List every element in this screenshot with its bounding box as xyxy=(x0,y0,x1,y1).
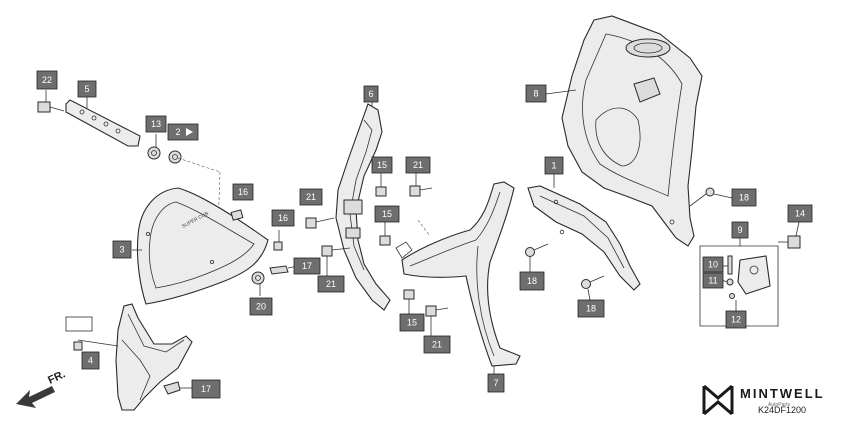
brand-logo: MINTWELL AutoParts K24DF1200 xyxy=(702,384,825,416)
svg-text:3: 3 xyxy=(119,245,124,255)
screw-icon xyxy=(251,265,299,296)
callout-11: 11 xyxy=(702,272,724,289)
svg-text:18: 18 xyxy=(586,304,596,314)
callout-13: 13 xyxy=(145,115,167,133)
arrow-icon: FR. xyxy=(16,368,67,408)
latch-assembly-part-9 xyxy=(699,238,779,327)
callout-15b: 15 xyxy=(374,205,400,223)
callout-7: 7 xyxy=(487,373,505,393)
svg-text:21: 21 xyxy=(306,192,316,202)
svg-text:9: 9 xyxy=(737,225,742,235)
callout-9: 9 xyxy=(731,221,749,239)
inner-cover-part-6 xyxy=(335,98,391,311)
callout-17a: 17 xyxy=(293,257,321,275)
callout-8: 8 xyxy=(525,84,547,103)
svg-text:17: 17 xyxy=(302,261,312,271)
callout-4: 4 xyxy=(81,351,100,370)
bolt-icon xyxy=(37,90,65,113)
clip-icon xyxy=(230,209,283,251)
svg-text:1: 1 xyxy=(551,161,556,171)
direction-label: FR. xyxy=(46,368,67,386)
callout-15c: 15 xyxy=(399,313,425,332)
bolt-icon xyxy=(778,221,801,249)
svg-text:15: 15 xyxy=(377,160,387,170)
svg-text:7: 7 xyxy=(493,378,498,388)
svg-text:15: 15 xyxy=(407,318,417,328)
clip-icon xyxy=(163,381,192,395)
callout-18a: 18 xyxy=(731,188,757,207)
svg-text:16: 16 xyxy=(238,187,248,197)
brand-logo-icon xyxy=(702,384,734,416)
screw-icon xyxy=(525,243,605,301)
callout-12: 12 xyxy=(725,310,747,329)
svg-text:5: 5 xyxy=(84,84,89,94)
part-code: K24DF1200 xyxy=(758,405,806,415)
callout-10: 10 xyxy=(702,256,724,273)
svg-text:8: 8 xyxy=(533,89,538,99)
panel-part-1 xyxy=(527,174,641,291)
svg-text:10: 10 xyxy=(708,260,718,270)
svg-text:18: 18 xyxy=(739,193,749,203)
screw-icon xyxy=(689,187,733,207)
brand-name: MINTWELL xyxy=(740,386,825,401)
callout-17b: 17 xyxy=(191,379,221,399)
nut-icon xyxy=(147,134,221,231)
clip-icon xyxy=(375,173,415,314)
svg-text:4: 4 xyxy=(88,356,93,366)
callout-14: 14 xyxy=(787,204,813,223)
bracket-part-5 xyxy=(65,96,141,147)
svg-text:11: 11 xyxy=(708,276,717,286)
svg-text:13: 13 xyxy=(151,119,161,129)
callout-21d: 21 xyxy=(423,335,451,354)
svg-text:21: 21 xyxy=(432,340,442,350)
callout-6: 6 xyxy=(363,85,379,103)
callout-20: 20 xyxy=(249,297,273,316)
callout-21a: 21 xyxy=(405,156,431,174)
rear-cover-part-8 xyxy=(545,15,703,247)
callout-18c: 18 xyxy=(577,299,605,318)
svg-text:14: 14 xyxy=(795,209,805,219)
svg-text:22: 22 xyxy=(42,75,52,85)
windscreen-part-3: SUPER CUB xyxy=(132,187,269,305)
svg-text:15: 15 xyxy=(382,209,392,219)
callout-16b: 16 xyxy=(271,209,295,227)
leg-shield-part-7 xyxy=(395,181,521,374)
callout-15a: 15 xyxy=(371,156,393,174)
callout-3: 3 xyxy=(112,240,132,259)
brand-sub: AutoParts xyxy=(768,402,790,408)
callout-2: 2 xyxy=(167,123,199,141)
svg-text:12: 12 xyxy=(731,315,741,325)
callout-16a: 16 xyxy=(232,183,254,201)
svg-text:18: 18 xyxy=(527,276,537,286)
svg-text:21: 21 xyxy=(326,279,336,289)
callout-22: 22 xyxy=(36,70,58,90)
svg-text:20: 20 xyxy=(256,302,266,312)
svg-text:17: 17 xyxy=(201,384,211,394)
svg-text:6: 6 xyxy=(368,89,373,99)
callout-21b: 21 xyxy=(299,188,323,206)
svg-text:16: 16 xyxy=(278,213,288,223)
svg-text:21: 21 xyxy=(413,160,423,170)
callout-1: 1 xyxy=(544,156,564,175)
svg-text:2: 2 xyxy=(175,127,180,137)
lower-cover-part-4 xyxy=(65,303,193,411)
callout-21c: 21 xyxy=(317,275,345,293)
callout-5: 5 xyxy=(77,80,97,98)
callout-18b: 18 xyxy=(519,271,545,291)
